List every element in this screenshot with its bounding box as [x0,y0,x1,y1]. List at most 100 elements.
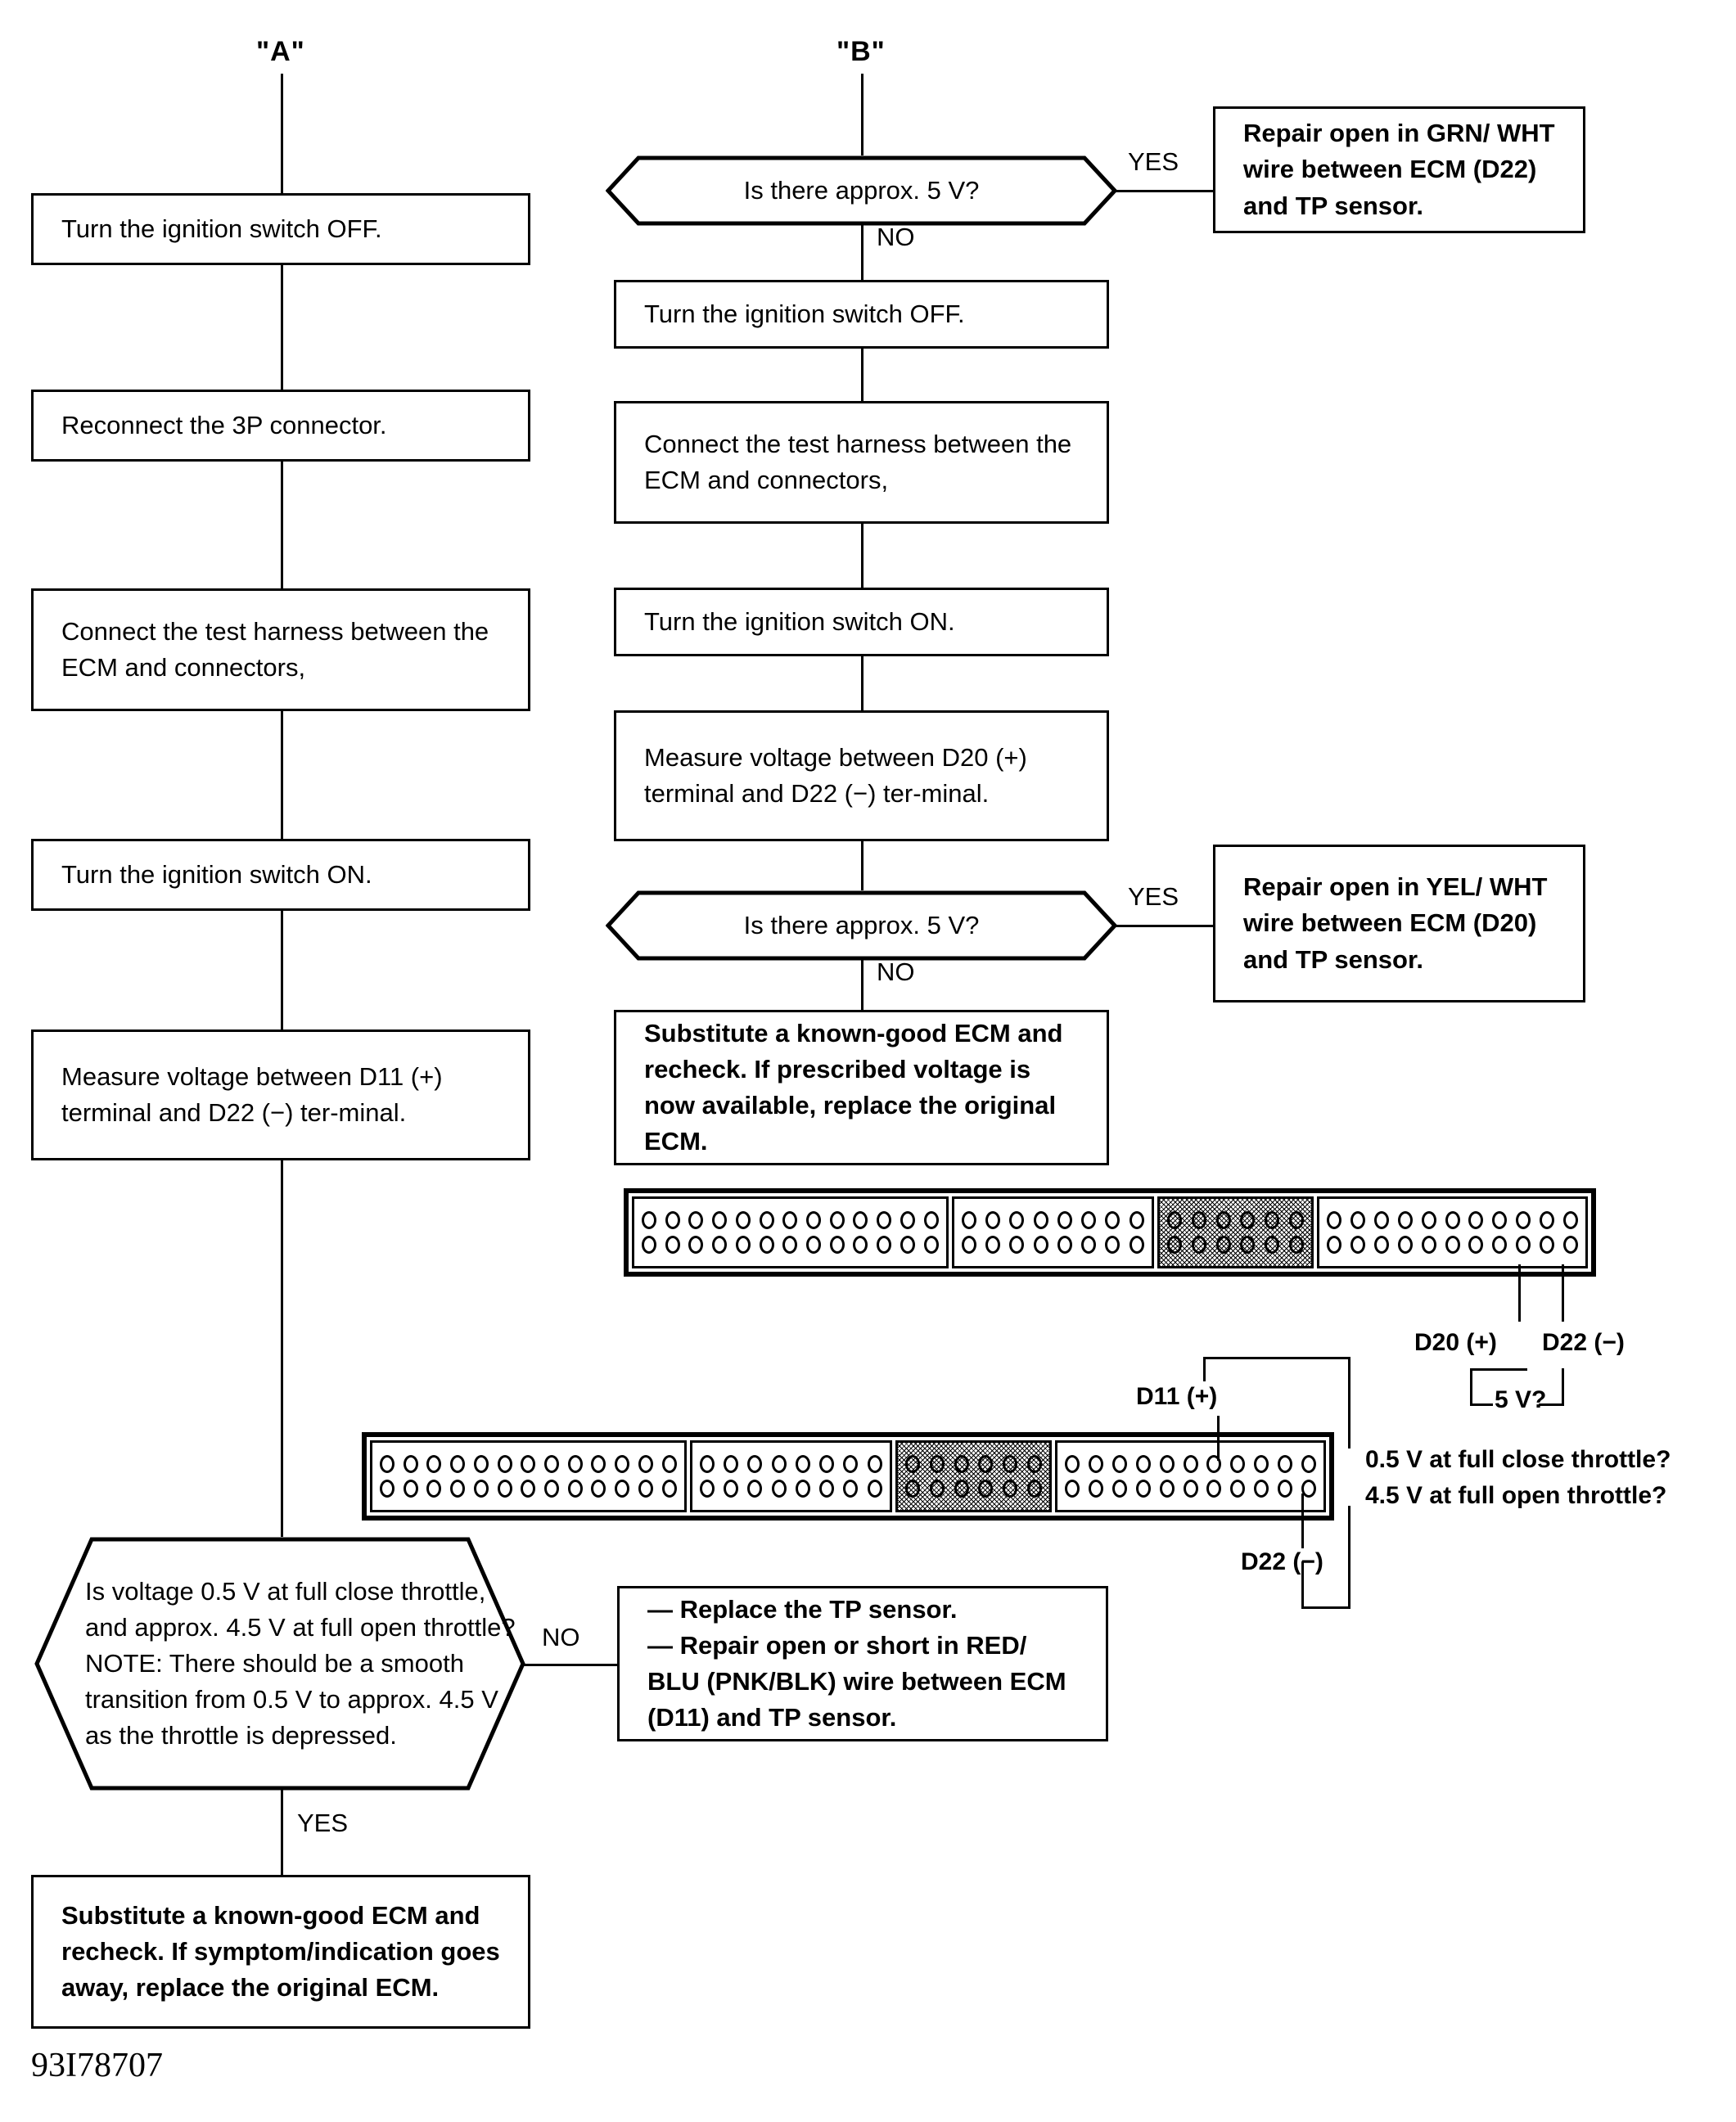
branch-label-yes: YES [1128,882,1179,911]
connector-pin [521,1480,536,1498]
connector-pin [961,1236,976,1255]
connector-pin [665,1236,680,1255]
connector-pin [1350,1236,1366,1255]
action-line-1: — Replace the TP sensor. [647,1594,958,1624]
connector-pin [1421,1210,1436,1229]
pin-leader-line [1518,1264,1521,1322]
connector-pin [1397,1210,1413,1229]
step-text: Turn the ignition switch OFF. [61,214,382,243]
connector-pin [1183,1480,1198,1498]
connector-pin [1421,1236,1436,1255]
connector-pin [771,1454,787,1473]
step-text: Substitute a known-good ECM and recheck.… [644,1018,1063,1156]
branch-label-no: NO [542,1623,580,1651]
branch-line-yes [1115,925,1213,927]
pin-leader-line [1562,1264,1564,1322]
document-code: 93I78707 [31,2047,163,2084]
step-turn-ignition-off-b: Turn the ignition switch OFF. [614,280,1109,349]
connector-note-2: 0.5 V at full close throttle? 4.5 V at f… [1365,1442,1671,1513]
connector-pin [747,1480,763,1498]
bracket-line [1203,1357,1206,1381]
pin-label-d11-positive: D11 (+) [1136,1383,1218,1410]
flow-line [281,1789,283,1875]
hexagon-shape [606,155,1117,226]
connector-pin [853,1236,868,1255]
connector-segment [895,1440,1053,1512]
pin-label-d22-negative-2: D22 (−) [1241,1548,1323,1575]
connector-pin [473,1454,489,1473]
connector-pin [521,1454,536,1473]
connector-pin [380,1454,395,1473]
connector-pin [1350,1210,1366,1229]
bracket-line [1562,1368,1564,1406]
connector-pin [1240,1236,1256,1255]
connector-pin [723,1480,738,1498]
connector-pin [1445,1236,1460,1255]
action-line-2: — Repair open or short in RED/ BLU (PNK/… [647,1630,1066,1732]
connector-pin [1105,1236,1121,1255]
step-text: Connect the test harness between the ECM… [61,616,489,682]
connector-pin [1289,1236,1305,1255]
connector-pin-row [1327,1210,1578,1229]
step-reconnect-3p-connector: Reconnect the 3P connector. [31,390,530,462]
step-text: Measure voltage between D20 (+) terminal… [644,742,1027,808]
connector-pin-row [1065,1480,1316,1498]
connector-pin [688,1210,704,1229]
step-text: Measure voltage between D11 (+) terminal… [61,1061,443,1127]
connector-pin [1397,1236,1413,1255]
action-replace-tp-sensor: — Replace the TP sensor. — Repair open o… [617,1586,1108,1741]
pin-leader-line [1217,1416,1220,1461]
connector-pin [1240,1210,1256,1229]
step-text: — Replace the TP sensor. — Repair open o… [620,1592,1106,1736]
connector-pin-row [642,1236,939,1255]
connector-pin [1540,1210,1555,1229]
step-text: Turn the ignition switch ON. [61,859,372,889]
connector-pin [985,1210,1000,1229]
connector-segment [689,1440,892,1512]
connector-pin [877,1210,892,1229]
bracket-line [1470,1368,1527,1371]
branch-label-yes: YES [1128,147,1179,176]
connector-pin [1265,1210,1280,1229]
connector-pin [450,1454,466,1473]
connector-pin [1081,1236,1097,1255]
connector-pin [1089,1480,1104,1498]
connector-pin-row [1327,1236,1578,1255]
branch-line-no [523,1664,617,1666]
step-turn-ignition-on-b: Turn the ignition switch ON. [614,588,1109,656]
connector-label-b: "B" [836,36,886,67]
connector-pin [1159,1480,1175,1498]
connector-pin [1105,1210,1121,1229]
flow-line [281,74,283,193]
step-turn-ignition-off-a: Turn the ignition switch OFF. [31,193,530,265]
connector-pin [1492,1236,1508,1255]
note-line-1: 0.5 V at full close throttle? [1365,1446,1671,1473]
step-text: Reconnect the 3P connector. [61,410,387,439]
connector-pin-row [904,1454,1043,1473]
connector-pin [1003,1454,1018,1473]
bracket-line [1301,1561,1304,1609]
connector-pin [806,1210,822,1229]
connector-pin-row [1166,1236,1305,1255]
connector-pin [1129,1236,1144,1255]
flow-line [861,959,863,1010]
step-text: Turn the ignition switch OFF. [644,299,965,328]
connector-pin [450,1480,466,1498]
connector-pin [1089,1454,1104,1473]
flow-line [861,656,863,710]
connector-pin [923,1210,939,1229]
connector-pin [426,1480,442,1498]
connector-pin-row [904,1480,1043,1498]
connector-pin [1191,1210,1206,1229]
connector-pin [929,1454,945,1473]
connector-pin [661,1480,677,1498]
connector-pin [403,1480,418,1498]
connector-pin [747,1454,763,1473]
connector-pin [1135,1480,1151,1498]
flow-line [861,841,863,890]
connector-pin-row [1065,1454,1316,1473]
connector-pin [567,1480,583,1498]
connector-pin [900,1236,915,1255]
connector-pin [877,1236,892,1255]
